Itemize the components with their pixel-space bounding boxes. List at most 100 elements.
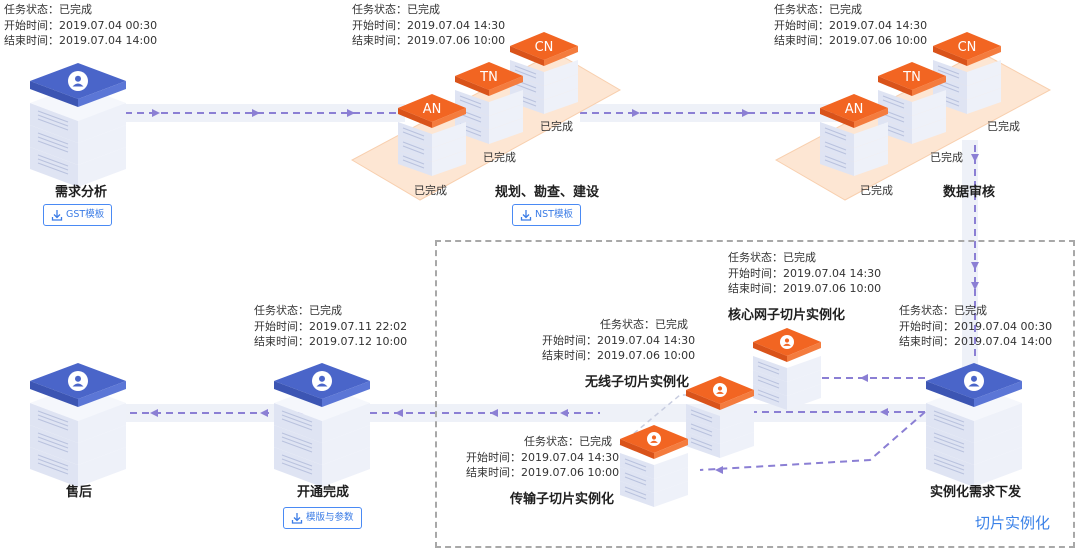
tn-review-done: 已完成	[930, 151, 963, 164]
an-review-done: 已完成	[860, 184, 893, 197]
core-info: 任务状态：已完成 开始时间：2019.07.04 14:30 结束时间：2019…	[728, 250, 881, 297]
end-label: 结束时间：	[774, 34, 829, 47]
plan-title: 规划、勘查、建设	[495, 185, 600, 200]
start-label: 开始时间：	[4, 18, 59, 32]
start-value: 2019.07.04 00:30	[59, 18, 158, 32]
server-stack-icon	[274, 363, 370, 487]
status-value: 已完成	[954, 304, 987, 317]
end-label: 结束时间：	[466, 466, 521, 479]
plan-info: 任务状态：已完成 开始时间：2019.07.04 14:30 结束时间：2019…	[352, 2, 505, 49]
after-title: 售后	[66, 485, 93, 500]
wireless-title: 无线子切片实例化	[585, 375, 690, 390]
start-label: 开始时间：	[728, 266, 783, 280]
server-stack-icon: AN	[398, 94, 466, 176]
gst-download-label: GST模板	[66, 209, 105, 220]
status-value: 已完成	[783, 251, 816, 264]
start-value: 2019.07.04 00:30	[954, 319, 1053, 333]
end-label: 结束时间：	[254, 335, 309, 348]
server-an-plan: AN	[398, 92, 468, 176]
start-value: 2019.07.11 22:02	[309, 319, 408, 333]
open-title: 开通完成	[297, 485, 350, 500]
end-label: 结束时间：	[352, 34, 407, 47]
domain-label: TN	[902, 70, 921, 85]
server-stack-icon: CN	[510, 32, 578, 114]
server-an-review: AN	[820, 92, 890, 176]
server-core	[753, 326, 823, 410]
start-label: 开始时间：	[899, 319, 954, 333]
download-icon	[291, 512, 303, 524]
cn-review-done: 已完成	[987, 120, 1020, 133]
start-label: 开始时间：	[466, 450, 521, 464]
server-stack-icon	[753, 328, 821, 410]
server-stack-icon	[686, 376, 754, 458]
domain-label: AN	[423, 102, 442, 117]
nst-download-button[interactable]: NST模板	[512, 204, 581, 226]
demand-info: 任务状态：已完成 开始时间：2019.07.04 00:30 结束时间：2019…	[4, 2, 157, 49]
start-label: 开始时间：	[542, 333, 597, 347]
start-label: 开始时间：	[254, 319, 309, 333]
end-label: 结束时间：	[542, 349, 597, 362]
start-label: 开始时间：	[352, 18, 407, 32]
status-label: 任务状态：	[352, 3, 407, 16]
status-value: 已完成	[829, 3, 862, 16]
download-icon	[520, 209, 532, 221]
server-transport	[620, 423, 690, 507]
instantiate-title: 实例化需求下发	[930, 485, 1022, 500]
status-value: 已完成	[59, 3, 92, 16]
instantiate-info: 任务状态：已完成 开始时间：2019.07.04 00:30 结束时间：2019…	[899, 303, 1052, 350]
template-params-download-button[interactable]: 模版与参数	[283, 507, 362, 529]
status-label: 任务状态：	[774, 3, 829, 16]
domain-label: AN	[845, 102, 864, 117]
domain-label: TN	[479, 70, 498, 85]
status-label: 任务状态：	[600, 318, 655, 331]
an-plan-done: 已完成	[414, 184, 447, 197]
end-value: 2019.07.06 10:00	[407, 34, 506, 47]
server-stack-icon	[30, 63, 126, 187]
end-label: 结束时间：	[4, 34, 59, 47]
server-cn-plan: CN	[510, 30, 580, 114]
server-stack-icon	[30, 363, 126, 487]
gst-download-button[interactable]: GST模板	[43, 204, 113, 226]
cn-plan-done: 已完成	[540, 120, 573, 133]
end-value: 2019.07.12 10:00	[309, 335, 408, 348]
start-value: 2019.07.04 14:30	[829, 18, 928, 32]
end-label: 结束时间：	[899, 335, 954, 348]
download-icon	[51, 209, 63, 221]
end-label: 结束时间：	[728, 282, 783, 295]
end-value: 2019.07.06 10:00	[783, 282, 882, 295]
tn-plan-done: 已完成	[483, 151, 516, 164]
review-title: 数据审核	[943, 185, 996, 200]
status-label: 任务状态：	[899, 304, 954, 317]
status-value: 已完成	[655, 318, 688, 331]
end-value: 2019.07.06 10:00	[521, 466, 620, 479]
open-info: 任务状态：已完成 开始时间：2019.07.11 22:02 结束时间：2019…	[254, 303, 407, 350]
status-label: 任务状态：	[254, 304, 309, 317]
template-params-download-label: 模版与参数	[306, 512, 354, 523]
end-value: 2019.07.06 10:00	[597, 349, 696, 362]
flow-to-transport	[699, 411, 926, 471]
nst-download-label: NST模板	[535, 209, 573, 220]
end-value: 2019.07.06 10:00	[829, 34, 928, 47]
status-value: 已完成	[579, 435, 612, 448]
flow-arrows-3	[971, 154, 979, 290]
status-value: 已完成	[407, 3, 440, 16]
end-value: 2019.07.04 14:00	[954, 335, 1053, 348]
server-stack-open	[274, 355, 370, 487]
end-value: 2019.07.04 14:00	[59, 34, 158, 47]
start-value: 2019.07.04 14:30	[783, 266, 882, 280]
server-wireless	[686, 374, 756, 458]
server-stack-after	[30, 355, 126, 487]
server-stack-instantiate	[926, 355, 1022, 487]
server-stack-icon: AN	[820, 94, 888, 176]
server-stack-icon	[620, 425, 688, 507]
server-stack-icon	[926, 363, 1022, 487]
start-value: 2019.07.04 14:30	[521, 450, 620, 464]
server-tn-plan: TN	[455, 60, 525, 144]
status-label: 任务状态：	[728, 251, 783, 264]
flow-arrows-1	[152, 109, 355, 117]
domain-label: CN	[958, 40, 977, 55]
transport-title: 传输子切片实例化	[510, 492, 615, 507]
review-info: 任务状态：已完成 开始时间：2019.07.04 14:30 结束时间：2019…	[774, 2, 927, 49]
start-label: 开始时间：	[774, 18, 829, 32]
